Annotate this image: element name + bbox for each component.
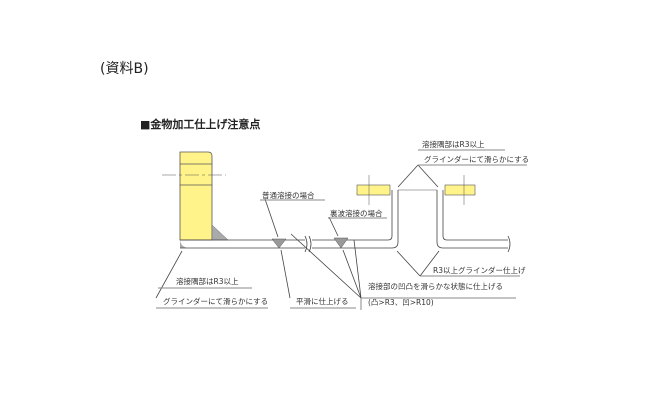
label-back-bead-weld: 裏波溶接の場合 [330,208,383,218]
label-flat-finish: 平滑に仕上げる [296,296,349,306]
back-bead-weld [333,237,349,249]
label-r3-grinder: R3以上グラインダー仕上げ [433,265,526,275]
leader-lines [155,164,440,299]
label-bottom-grind: グラインダーにて滑らかにする [163,296,268,306]
label-weld-radii: (凸>R3、凹>R10) [368,298,434,307]
label-top-grind: グラインダーにて滑らかにする [424,154,529,164]
document-label: (資料B) [100,61,149,77]
label-normal-weld: 普通溶接の場合 [262,190,315,200]
fillet-weld [211,224,229,241]
normal-weld-bead [271,238,287,249]
label-weld-smooth: 溶接部の凹凸を滑らかな状態に仕上げる [368,281,503,291]
diagram-title: ■金物加工仕上げ注意点 [140,117,260,131]
flange-left [356,184,391,196]
label-bottom-corner-radius: 溶接隅部はR3以上 [176,276,239,286]
flange-right [444,184,476,196]
label-top-corner-radius: 溶接隅部はR3以上 [422,139,485,149]
vertical-plate [179,151,213,241]
